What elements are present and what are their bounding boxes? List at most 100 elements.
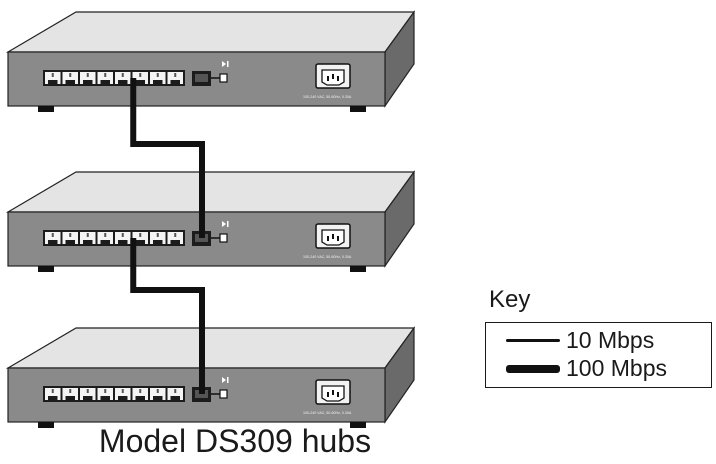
hub-foot [38, 106, 54, 112]
socket-pin [337, 236, 339, 241]
port-pin [104, 233, 107, 237]
hub-foot [350, 106, 366, 112]
key-legend: 10 Mbps 100 Mbps [485, 322, 712, 388]
port-pin [104, 73, 107, 77]
thick-line-swatch [506, 364, 560, 373]
uplink-bar-icon [227, 61, 229, 67]
port-latch [100, 240, 110, 244]
socket-pin [327, 392, 329, 397]
port-pin [174, 389, 177, 393]
hub-top-face [5, 171, 416, 213]
hub-middle: 100-240 VAC, 50-60Hz, 0.30A [5, 170, 416, 272]
port-latch [118, 240, 128, 244]
port-pin [69, 389, 72, 393]
hub-bottom: 100-240 VAC, 50-60Hz, 0.30A [5, 326, 416, 428]
port-latch [153, 80, 163, 84]
uplink-switch [219, 233, 228, 243]
hub-foot [350, 422, 366, 428]
port-latch [83, 80, 93, 84]
power-rating-label: 100-240 VAC, 50-60Hz, 0.30A [303, 255, 352, 259]
port-latch [118, 396, 128, 400]
port-pin [121, 233, 124, 237]
port-latch [65, 80, 75, 84]
port-strip-frame [43, 386, 185, 402]
port-strip-frame [43, 230, 185, 246]
port-pin [104, 389, 107, 393]
port-pin [139, 73, 142, 77]
port-pin [121, 389, 124, 393]
port-latch [48, 240, 58, 244]
port-latch [48, 396, 58, 400]
port-pin [139, 389, 142, 393]
port-pin [86, 73, 89, 77]
port-latch [48, 80, 58, 84]
key-title: Key [489, 286, 531, 313]
port-strip [43, 70, 185, 86]
port-pin [156, 389, 159, 393]
hub-top: 100-240 VAC, 50-60Hz, 0.30A [5, 10, 416, 112]
power-rating-label: 100-240 VAC, 50-60Hz, 0.30A [303, 95, 352, 99]
port-latch [170, 396, 180, 400]
port-pin [86, 389, 89, 393]
socket-pin [327, 236, 329, 241]
port-latch [65, 396, 75, 400]
port-pin [156, 233, 159, 237]
key-item-100mbps: 100 Mbps [506, 355, 667, 382]
uplink-bar-icon [227, 221, 229, 227]
socket-pin [337, 392, 339, 397]
port-pin [86, 233, 89, 237]
cable-100mbps [130, 238, 205, 394]
socket-pin [332, 74, 334, 79]
cable-100mbps [130, 78, 205, 238]
port-latch [135, 396, 145, 400]
port-latch [153, 396, 163, 400]
key-label-10mbps: 10 Mbps [566, 327, 655, 353]
port-latch [118, 80, 128, 84]
port-latch [170, 240, 180, 244]
port-pin [51, 389, 54, 393]
hub-foot [38, 266, 54, 272]
uplink-arrow-icon [222, 377, 226, 383]
diagram-caption: Model DS309 hubs [98, 423, 372, 459]
key-label-100mbps: 100 Mbps [566, 355, 668, 381]
port-latch [135, 80, 145, 84]
port-pin [121, 73, 124, 77]
socket-pin [332, 390, 334, 395]
port-pin [174, 233, 177, 237]
port-latch [170, 80, 180, 84]
thin-line-swatch [506, 339, 560, 342]
port-latch [83, 240, 93, 244]
uplink-switch [219, 389, 228, 399]
hub-top-face [5, 327, 416, 369]
port-latch [83, 396, 93, 400]
hub-foot [38, 422, 54, 428]
port-latch [135, 240, 145, 244]
port-pin [139, 233, 142, 237]
uplink-arrow-icon [222, 221, 226, 227]
hub-top-face [5, 11, 416, 53]
uplink-arrow-icon [222, 61, 226, 67]
port-pin [51, 73, 54, 77]
port-pin [174, 73, 177, 77]
uplink-switch [219, 73, 228, 83]
port-pin [69, 233, 72, 237]
socket-pin [337, 76, 339, 81]
port-latch [100, 396, 110, 400]
power-rating-label: 100-240 VAC, 50-60Hz, 0.30A [303, 411, 352, 415]
hub-foot [350, 266, 366, 272]
port-pin [51, 233, 54, 237]
port-strip-frame [43, 70, 185, 86]
key-item-10mbps: 10 Mbps [506, 327, 654, 354]
port-pin [156, 73, 159, 77]
port-latch [153, 240, 163, 244]
uplink-port-inner [195, 74, 208, 82]
port-latch [65, 240, 75, 244]
uplink-bar-icon [227, 377, 229, 383]
port-strip [43, 230, 185, 246]
port-strip [43, 386, 185, 402]
port-pin [69, 73, 72, 77]
port-latch [100, 80, 110, 84]
socket-pin [332, 234, 334, 239]
socket-pin [327, 76, 329, 81]
